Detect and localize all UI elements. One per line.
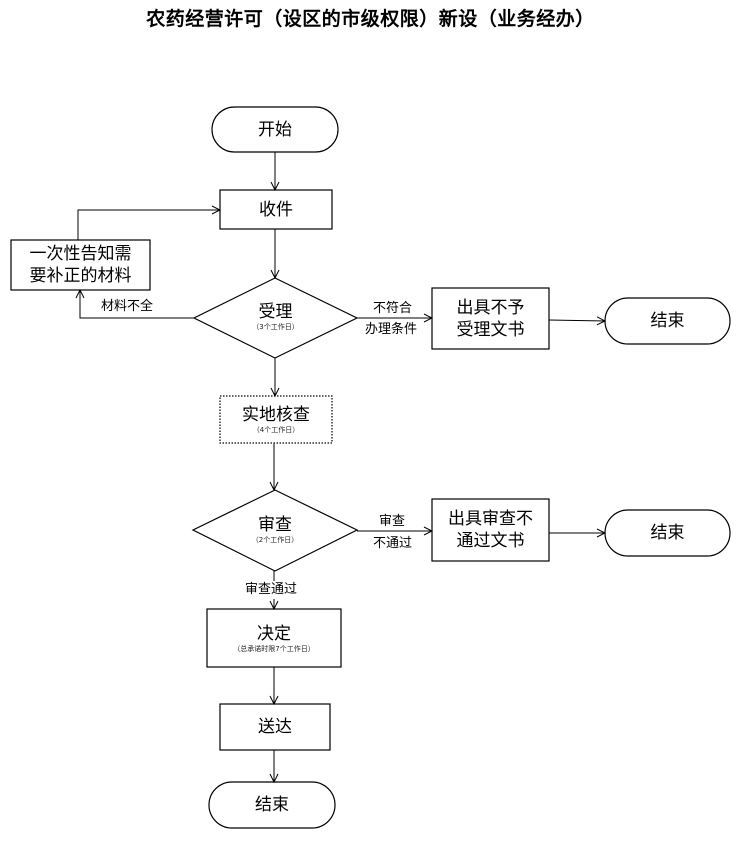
accept-label: 受理 (258, 301, 293, 322)
edge-label-incomplete-materials: 材料不全 (101, 299, 154, 314)
receive-label: 收件 (259, 199, 293, 220)
edge-label-review-fail-line1: 审查 (379, 514, 406, 529)
decision-box-shape (206, 608, 342, 668)
review-fail-doc-node: 出具审查不 通过文书 (432, 499, 549, 561)
edge-label-review-fail-line2: 不通过 (373, 536, 413, 551)
review-decision-shape (191, 489, 359, 572)
receive-node: 收件 (220, 190, 332, 229)
reject-accept-doc-line2: 受理文书 (456, 319, 525, 340)
reject-accept-doc-node: 出具不予 受理文书 (432, 288, 549, 349)
decision-label: 决定 (257, 623, 291, 644)
edge-label-not-qualified-line1: 不符合 (373, 301, 413, 316)
review-fail-doc-line2: 通过文书 (456, 531, 525, 551)
start-node: 开始 (212, 107, 338, 152)
site-inspection-label: 实地核查 (242, 405, 310, 425)
receive-box-shape (219, 189, 333, 230)
delivery-node: 送达 (220, 704, 330, 750)
supplement-notice-node: 一次性告知需 要补正的材料 (11, 240, 150, 290)
delivery-label: 送达 (258, 717, 292, 737)
delivery-box-shape (219, 703, 331, 751)
arrow-supplement-to-receive (77, 210, 220, 240)
diagram-title: 农药经营许可（设区的市级权限）新设（业务经办） (146, 8, 595, 30)
edge-label-not-qualified-line2: 办理条件 (365, 322, 418, 337)
review-label: 审查 (258, 514, 292, 535)
reject-accept-doc-line1: 出具不予 (456, 297, 525, 318)
reject-accept-doc-box-shape (431, 287, 550, 350)
site-inspection-duration: （4个工作日） (252, 426, 300, 434)
decision-node: 决定 （总承诺时限7个工作日） (207, 609, 341, 667)
end-3-node: 结束 (209, 782, 335, 828)
supplement-notice-line1: 一次性告知需 (29, 244, 132, 264)
end-1-label: 结束 (650, 311, 685, 331)
arrow-accept-to-supplement (80, 290, 194, 319)
end-2-label: 结束 (650, 523, 685, 543)
site-inspection-box-shape (219, 395, 333, 444)
accept-duration: （3个工作日） (252, 322, 299, 331)
accept-node: 受理 （3个工作日） (194, 296, 357, 336)
review-fail-doc-line1: 出具审查不 (448, 509, 533, 529)
supplement-notice-box-shape (10, 239, 151, 291)
review-duration: （2个工作日） (251, 535, 299, 544)
review-fail-doc-box-shape (431, 498, 550, 562)
decision-duration: （总承诺时限7个工作日） (233, 644, 315, 653)
edge-label-review-pass: 审查通过 (245, 581, 298, 599)
review-node: 审查 （2个工作日） (193, 509, 357, 549)
end-1-node: 结束 (605, 298, 730, 344)
arrow-reject-doc-to-end-1 (548, 320, 605, 321)
end-3-label: 结束 (255, 795, 289, 815)
start-label: 开始 (258, 119, 292, 140)
end-2-node: 结束 (605, 510, 730, 556)
supplement-notice-line2: 要补正的材料 (29, 266, 132, 286)
site-inspection-node: 实地核查 （4个工作日） (220, 396, 332, 443)
